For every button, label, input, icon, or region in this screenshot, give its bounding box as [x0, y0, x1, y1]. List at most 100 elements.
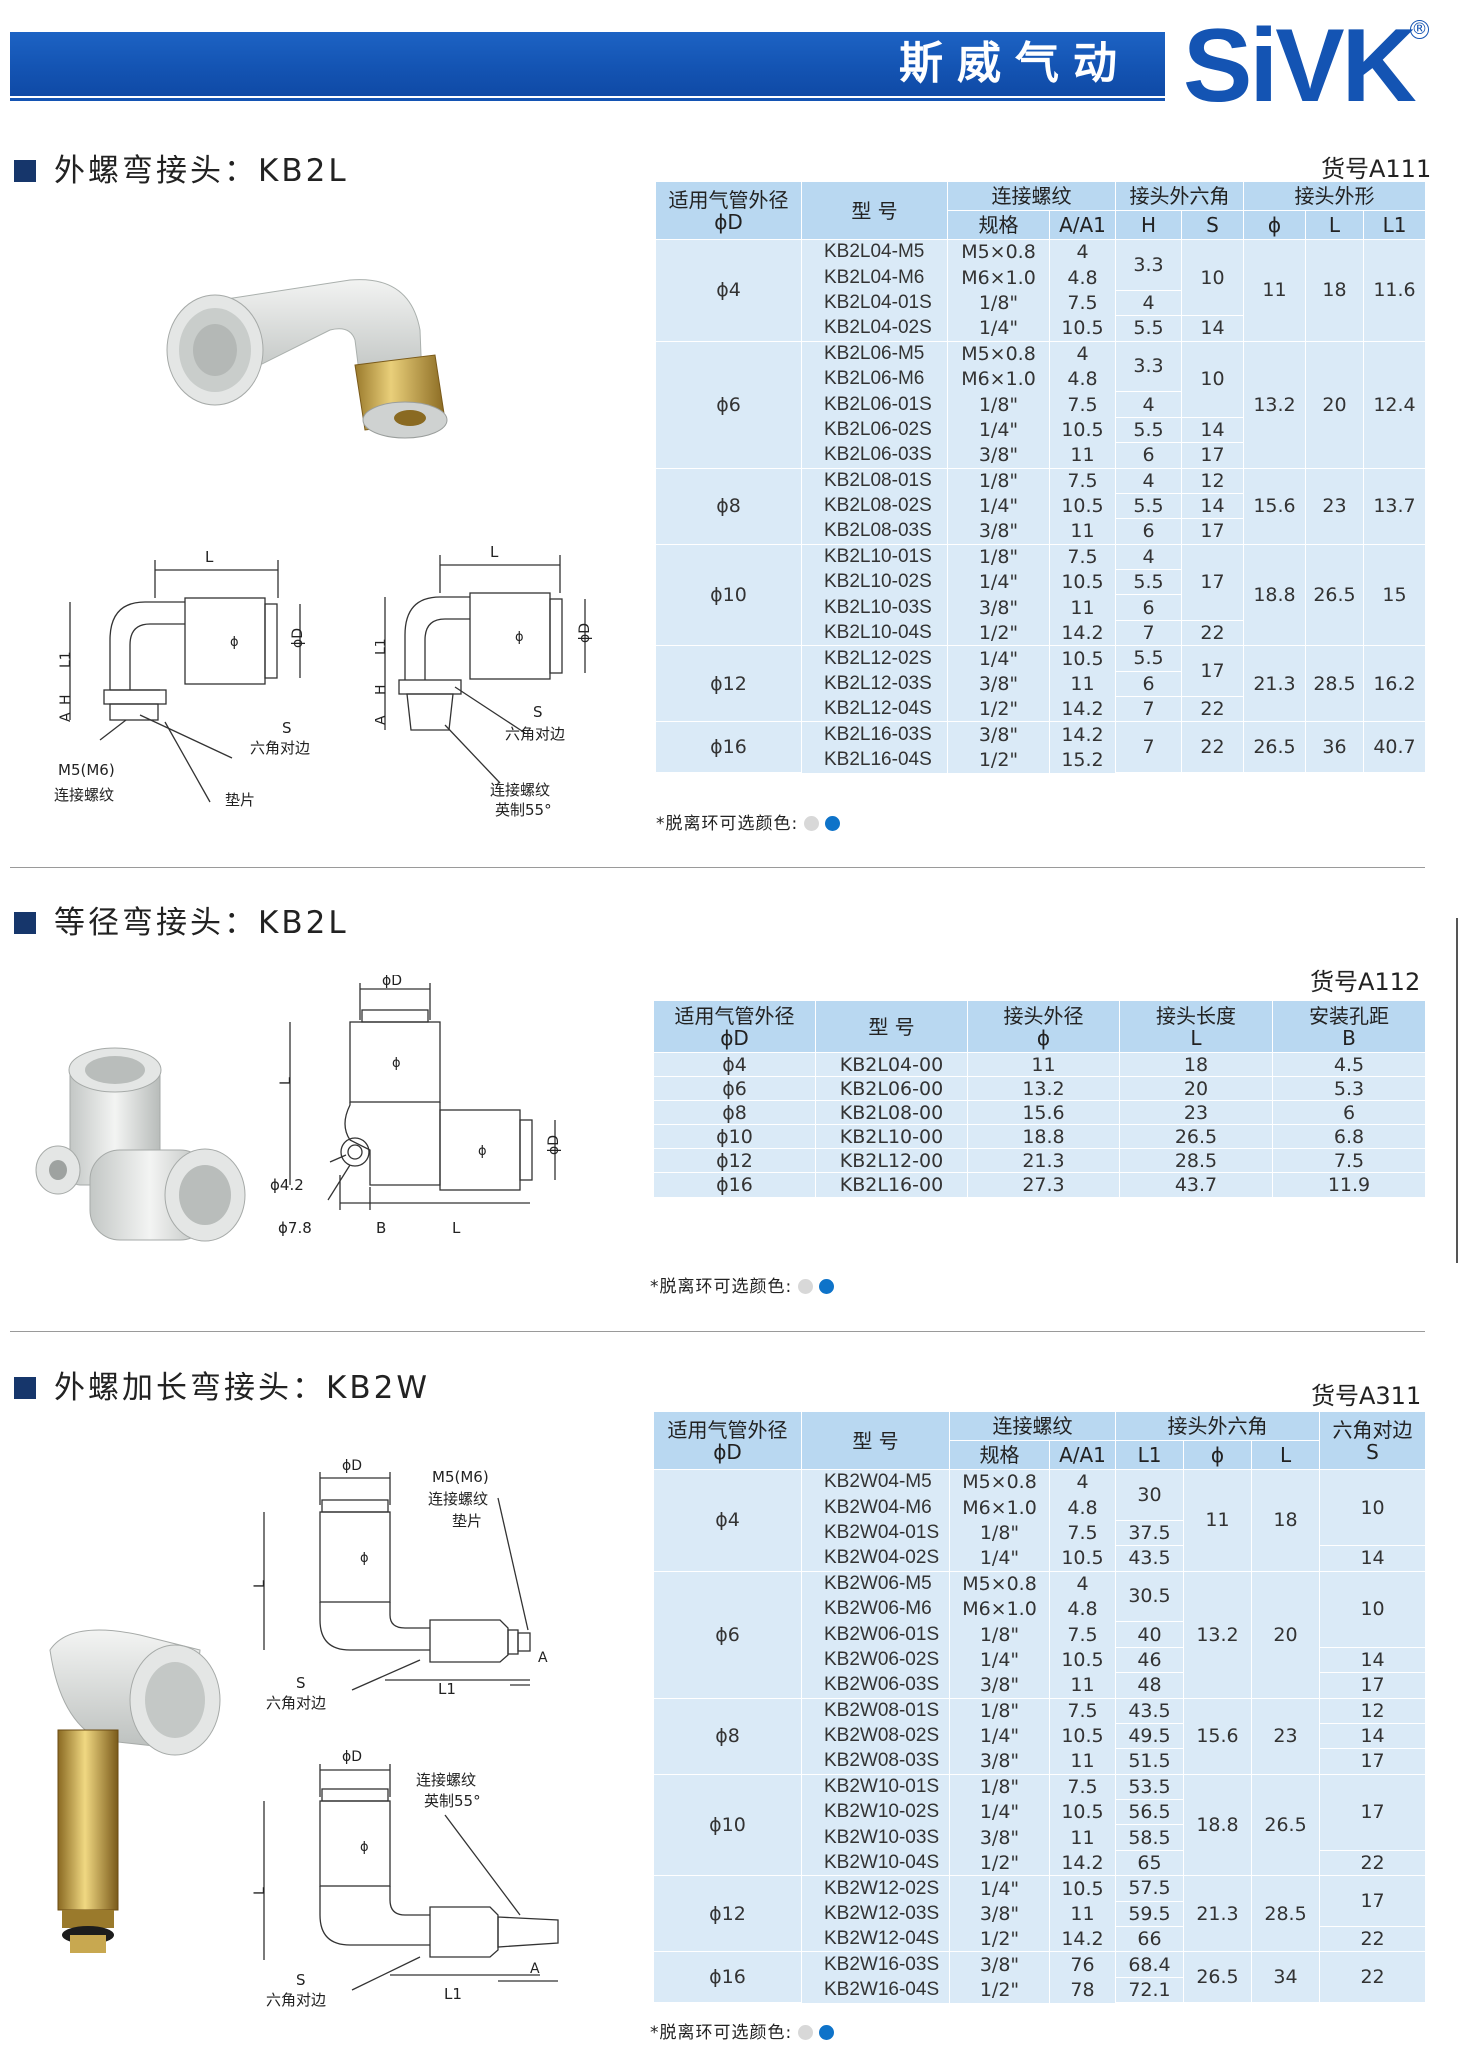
aa-cell: 4 [1049, 238, 1116, 265]
hex-l1-cell: 30.5 [1115, 1570, 1184, 1623]
hex-l1-cell: 46 [1115, 1646, 1184, 1674]
aa-cell: 11 [1049, 518, 1116, 545]
hex-s-cell: 10 [1181, 238, 1244, 317]
aa-cell: 10.5 [1049, 1875, 1116, 1902]
dim-label: M5(M6) [432, 1468, 489, 1486]
dim-label: L [205, 548, 214, 566]
aa-cell: 10.5 [1049, 1545, 1116, 1572]
drawing-kb2w-m5: ϕD ϕ L M5(M6) 连接螺纹 垫片 A S 六角对边 L1 [252, 1458, 548, 1710]
product-photo-kb2l-thread [166, 279, 448, 439]
col-header-thread: 连接螺纹 [947, 181, 1116, 211]
aa-cell: 4.8 [1049, 264, 1116, 291]
model-cell: KB2W06-M5 [801, 1570, 950, 1597]
hex-s-cell: 17 [1181, 442, 1244, 469]
tube-od-cell: ϕ16 [653, 1172, 816, 1197]
hex-l1-cell: 51.5 [1115, 1748, 1184, 1775]
fitting-length-cell: 20 [1119, 1076, 1273, 1101]
hex-l1-cell: 72.1 [1115, 1976, 1184, 2004]
shape-l1-cell: 13.7 [1363, 467, 1426, 545]
scrollbar[interactable] [1456, 918, 1458, 1263]
model-cell: KB2W06-03S [801, 1672, 950, 1699]
col-header-text: ϕD [714, 209, 743, 234]
blue-ring-swatch [825, 816, 841, 831]
thread-spec-cell: M5×0.8 [947, 340, 1050, 367]
dim-label: L [252, 1580, 268, 1588]
shape-l-cell: 28.5 [1305, 645, 1364, 723]
aa-cell: 4.8 [1049, 1494, 1116, 1521]
thread-spec-cell: 3/8" [947, 671, 1050, 697]
dim-label: L1 [375, 638, 389, 655]
model-cell: KB2L04-01S [801, 290, 948, 316]
section-marker [14, 912, 36, 934]
hex-phi-cell: 15.6 [1183, 1697, 1252, 1775]
dim-label: ϕ [515, 630, 524, 645]
hex-s-cell: 22 [1181, 619, 1244, 647]
hex-s-cell: 12 [1181, 467, 1244, 494]
hex-l1-cell: 43.5 [1115, 1545, 1184, 1572]
hex-h-cell: 5.5 [1115, 569, 1182, 596]
hole-pitch-cell: 6.8 [1272, 1124, 1426, 1149]
dim-label: L1 [438, 1680, 456, 1698]
thread-spec-cell: 3/8" [949, 1672, 1050, 1699]
col-header-text: 适用气管外径 [668, 187, 789, 212]
hex-l1-cell: 65 [1115, 1849, 1184, 1877]
gray-ring-swatch [804, 816, 820, 831]
hex-l1-cell: 37.5 [1115, 1519, 1184, 1547]
thread-spec-cell: 1/8" [949, 1697, 1050, 1724]
col-header-model: 型 号 [801, 1411, 950, 1470]
hex-s-cell: 14 [1319, 1646, 1427, 1674]
model-cell: KB2L16-03S [801, 721, 948, 748]
hex-h-cell: 4 [1115, 391, 1182, 418]
aa-cell: 14.2 [1049, 620, 1116, 646]
tube-od-cell: ϕ6 [655, 340, 802, 469]
model-cell: KB2L04-02S [801, 315, 948, 342]
col-header-phi: ϕ [1183, 1440, 1252, 1470]
hex-phi-cell: 18.8 [1183, 1773, 1252, 1877]
fitting-od-cell: 21.3 [967, 1148, 1120, 1173]
hex-s-cell: 17 [1319, 1875, 1427, 1928]
dim-label: L [490, 543, 499, 561]
dim-label: 连接螺纹 [416, 1771, 476, 1789]
model-cell: KB2W06-M6 [801, 1596, 950, 1622]
model-cell: KB2L12-04S [801, 696, 948, 722]
hex-s-cell: 22 [1319, 1951, 1427, 2004]
dim-label: H [58, 694, 74, 705]
shape-phi-cell: 15.6 [1243, 467, 1306, 545]
shape-l1-cell: 15 [1363, 543, 1426, 647]
aa-cell: 11 [1049, 1824, 1116, 1851]
section-marker [14, 160, 36, 182]
col-header-hex: 接头外六角 [1114, 1411, 1321, 1441]
hex-l1-cell: 66 [1115, 1926, 1184, 1953]
hex-s-cell: 14 [1319, 1722, 1427, 1750]
hex-s-cell: 22 [1319, 1849, 1427, 1877]
model-cell: KB2L12-00 [815, 1148, 968, 1173]
model-cell: KB2W06-01S [801, 1621, 950, 1648]
section-title-text: 等径弯接头：KB2L [54, 905, 349, 941]
color-option-note: *脱离环可选颜色: [656, 809, 841, 834]
col-header-aa: A/A1 [1049, 1440, 1116, 1470]
hex-l1-cell: 58.5 [1115, 1824, 1184, 1851]
model-cell: KB2L12-03S [801, 671, 948, 697]
hex-h-cell: 7 [1115, 721, 1182, 774]
dim-label: ϕD [546, 1135, 562, 1155]
model-cell: KB2W16-04S [801, 1977, 950, 2003]
thread-spec-cell: 3/8" [949, 1901, 1050, 1927]
aa-cell: 11 [1049, 1672, 1116, 1699]
